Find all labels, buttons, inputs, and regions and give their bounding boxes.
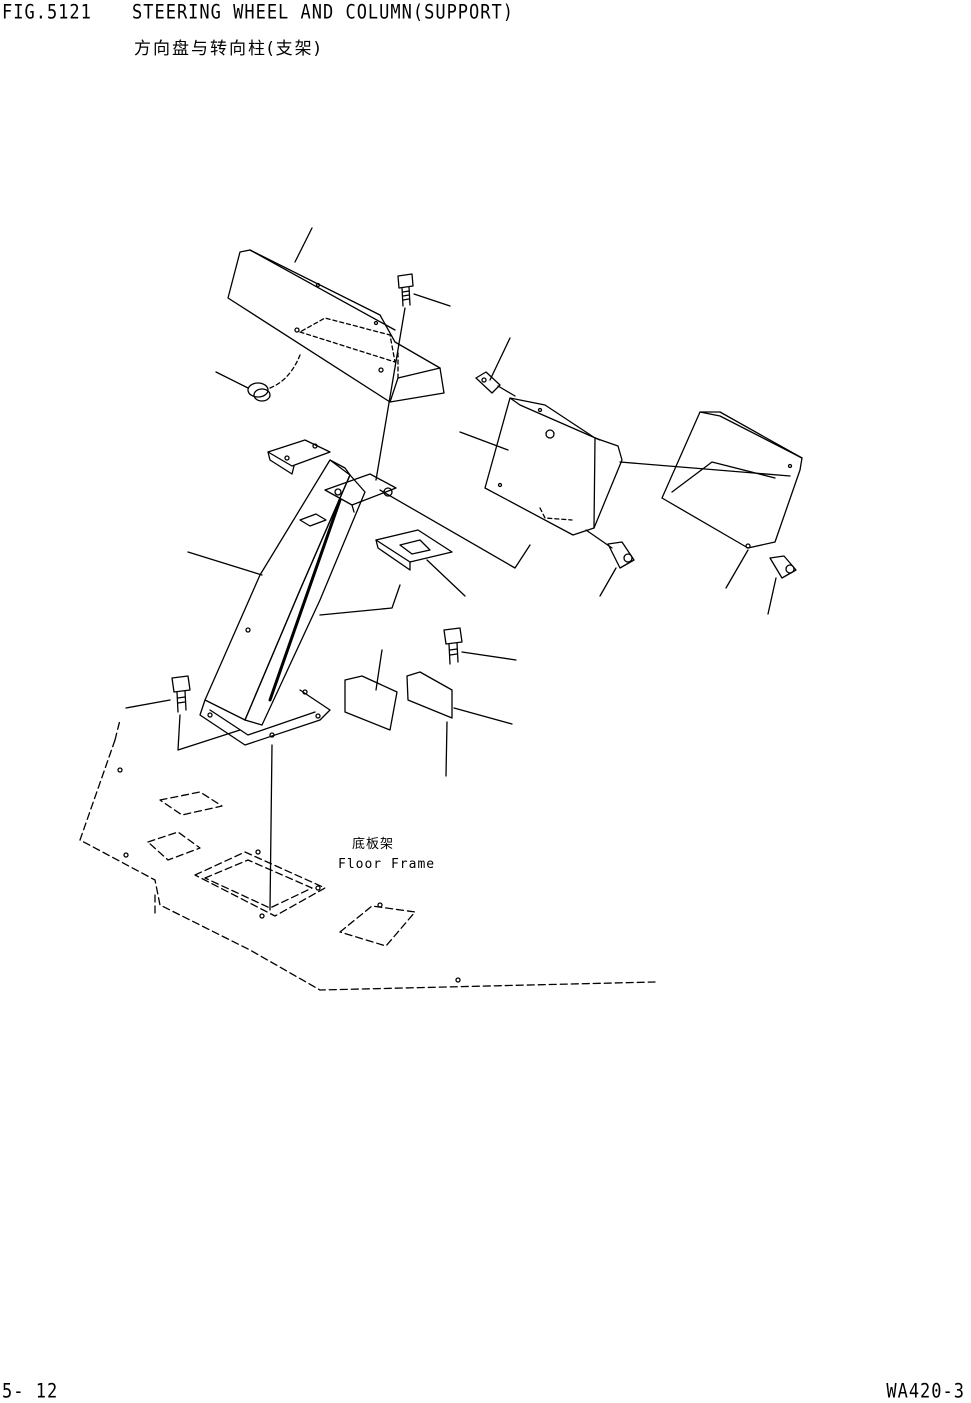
- figure-title-chinese: 方向盘与转向柱(支架): [134, 39, 323, 59]
- clip-connector: [475, 337, 516, 397]
- figure-number: FIG.5121: [2, 1, 92, 24]
- panel-screw-middle: [585, 529, 635, 597]
- upper-cover-panel: [227, 227, 445, 403]
- middle-cover-panel: [379, 397, 623, 569]
- leader-vertical: [269, 721, 448, 911]
- rubber-pad-right: [406, 671, 513, 725]
- floor-frame-holes: [117, 767, 461, 983]
- grommet-part: [215, 354, 301, 402]
- middle-bolt: [443, 627, 517, 665]
- slotted-plate: [319, 529, 466, 616]
- steering-column-bracket: [187, 439, 397, 746]
- right-cover-panel: [619, 411, 803, 589]
- lower-left-bolt: [125, 675, 241, 751]
- rubber-pad-left: [344, 649, 398, 731]
- page-number: 5- 12: [2, 1380, 59, 1403]
- floor-frame: [79, 719, 656, 991]
- panel-screw-right: [767, 555, 797, 615]
- upper-bolt: [375, 273, 451, 481]
- floor-frame-label-english: Floor Frame: [338, 857, 436, 872]
- model-code: WA420-3: [886, 1380, 965, 1403]
- figure-title-english: STEERING WHEEL AND COLUMN(SUPPORT): [132, 1, 514, 24]
- floor-frame-label-chinese: 底板架: [352, 837, 395, 852]
